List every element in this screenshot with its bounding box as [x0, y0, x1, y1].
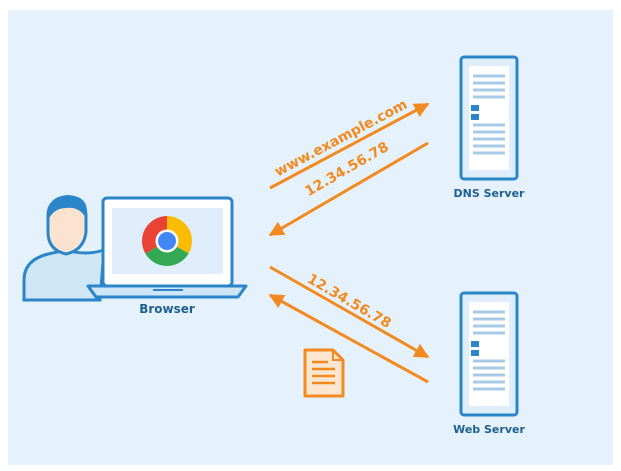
user-icon	[22, 195, 106, 302]
chrome-logo-icon	[142, 216, 192, 266]
web-server-label: Web Server	[453, 423, 525, 436]
document-icon	[303, 348, 345, 398]
dns-server-label: DNS Server	[454, 187, 526, 200]
dns-response-arrow	[268, 141, 429, 237]
diagram-canvas: Browser DNS Server Web Server	[8, 10, 613, 465]
dns-server-icon	[459, 55, 519, 181]
web-response-arrow	[268, 293, 429, 384]
dns-request-arrow	[269, 102, 430, 190]
web-server-icon	[459, 291, 519, 417]
web-request-arrow	[269, 265, 430, 359]
browser-label: Browser	[139, 302, 195, 316]
laptop-base	[86, 284, 248, 299]
